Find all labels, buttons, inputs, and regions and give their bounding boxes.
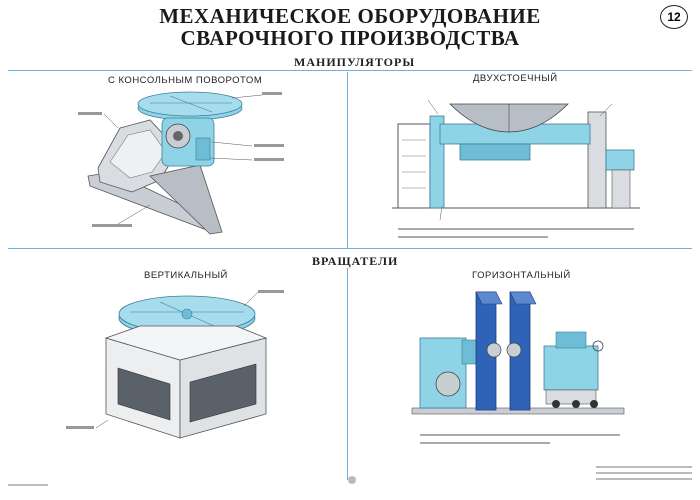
footer-mark-right-2	[596, 472, 692, 474]
horizontal-rotator-drawing	[411, 291, 625, 444]
panel-title-double-column: ДВУХСТОЕЧНЫЙ	[473, 73, 558, 84]
top-vertical-divider	[347, 72, 349, 248]
page-number-badge: 12	[660, 5, 688, 29]
console-manipulator-drawing	[78, 91, 284, 235]
poster-title-line2: СВАРОЧНОГО ПРОИЗВОДСТВА	[180, 26, 520, 50]
footer-center-mark	[348, 476, 356, 484]
vertical-rotator-drawing	[66, 290, 284, 439]
panel-title-console-rotation: С КОНСОЛЬНЫМ ПОВОРОТОМ	[108, 75, 263, 86]
footer-mark-left	[8, 484, 48, 486]
panel-title-horizontal: ГОРИЗОНТАЛЬНЫЙ	[472, 270, 571, 281]
middle-divider-line	[8, 248, 692, 250]
top-divider-line	[8, 70, 692, 72]
poster-title-line1: МЕХАНИЧЕСКОЕ ОБОРУДОВАНИЕ	[159, 4, 541, 28]
section-title-rotators: ВРАЩАТЕЛИ	[312, 254, 399, 268]
section-title-manipulators: МАНИПУЛЯТОРЫ	[294, 55, 416, 69]
footer-mark-right-3	[596, 478, 692, 480]
bottom-vertical-divider	[347, 268, 349, 480]
panel-title-vertical: ВЕРТИКАЛЬНЫЙ	[144, 270, 228, 281]
double-column-manipulator-drawing	[392, 99, 640, 238]
footer-mark-right-1	[596, 466, 692, 468]
